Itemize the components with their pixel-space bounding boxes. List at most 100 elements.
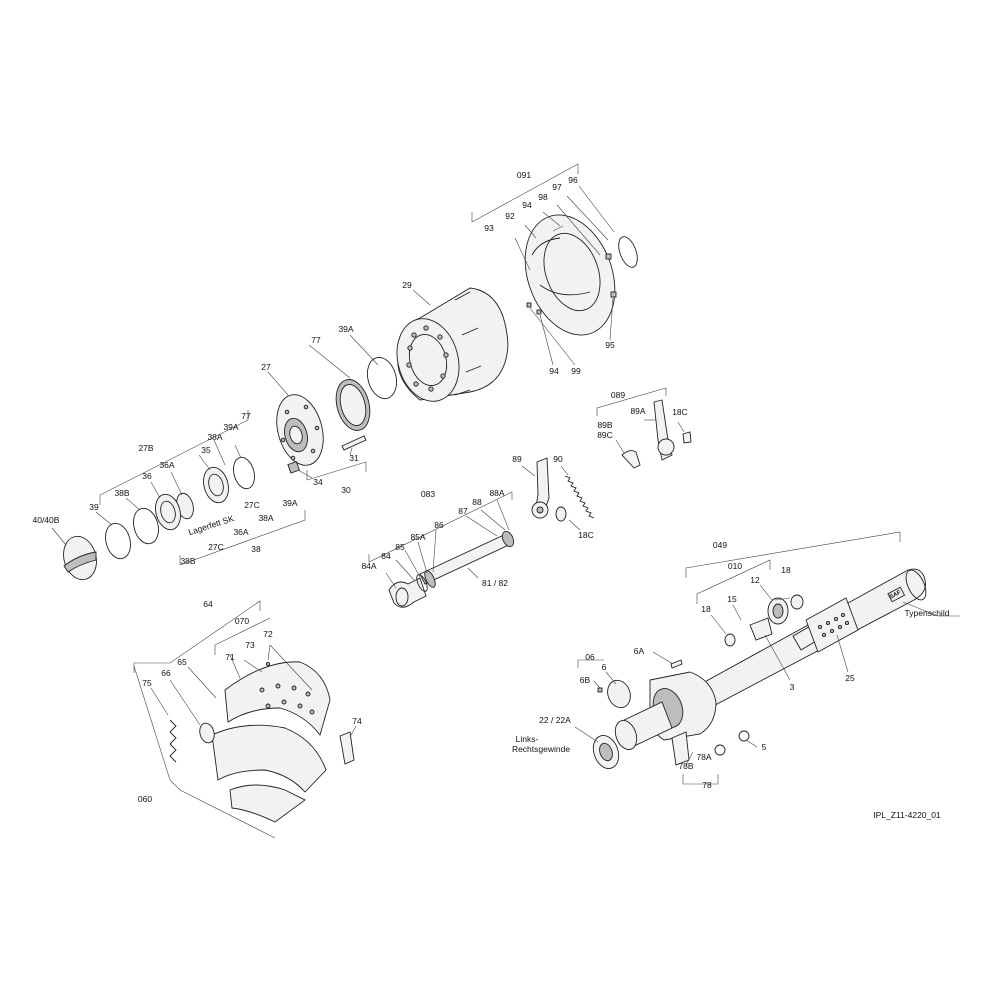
label-97: 97 xyxy=(552,182,562,192)
label-6B: 6B xyxy=(580,675,591,685)
label-6: 6 xyxy=(602,662,607,672)
label-78B: 78B xyxy=(678,761,693,771)
label-94-bottom: 94 xyxy=(549,366,559,376)
stub-axle-06 xyxy=(574,651,758,785)
label-lagerfett: Lagerfett SK xyxy=(187,513,235,537)
label-27C-bottom: 27C xyxy=(208,542,224,552)
label-22-22A: 22 / 22A xyxy=(539,715,571,725)
label-38B-bottom: 38B xyxy=(180,556,195,566)
label-25: 25 xyxy=(845,673,855,683)
label-saf: SAF xyxy=(889,589,903,600)
label-77-top: 77 xyxy=(311,335,321,345)
label-049: 049 xyxy=(713,540,727,550)
label-95: 95 xyxy=(605,340,615,350)
label-89A: 89A xyxy=(630,406,645,416)
brake-shoe-set-060 xyxy=(133,600,357,839)
label-64: 64 xyxy=(203,599,213,609)
label-89: 89 xyxy=(512,454,522,464)
label-40-40B: 40/40B xyxy=(33,515,60,525)
label-39A-top: 39A xyxy=(338,324,353,334)
label-06: 06 xyxy=(585,652,595,662)
label-94-top: 94 xyxy=(522,200,532,210)
brake-drum-29 xyxy=(396,287,509,402)
label-87: 87 xyxy=(458,506,468,516)
camshaft-083 xyxy=(368,491,515,608)
label-27B: 27B xyxy=(138,443,153,453)
label-36: 36 xyxy=(142,471,152,481)
label-93: 93 xyxy=(484,223,494,233)
label-070: 070 xyxy=(235,616,249,626)
dust-cover-plate-091 xyxy=(471,163,638,366)
label-38A-top: 38A xyxy=(207,432,222,442)
label-81-82: 81 / 82 xyxy=(482,578,508,588)
label-18-right: 18 xyxy=(781,565,791,575)
label-73: 73 xyxy=(245,640,255,650)
label-089: 089 xyxy=(611,390,625,400)
label-86: 86 xyxy=(434,520,444,530)
label-65: 65 xyxy=(177,657,187,667)
label-36A-top: 36A xyxy=(159,460,174,470)
label-27: 27 xyxy=(261,362,271,372)
label-12: 12 xyxy=(750,575,760,585)
label-5: 5 xyxy=(762,742,767,752)
label-29: 29 xyxy=(402,280,412,290)
label-010: 010 xyxy=(728,561,742,571)
hub-cap-40 xyxy=(51,527,97,581)
callout-labels: 091 96 97 98 94 92 93 29 95 94 99 77 39A… xyxy=(33,170,950,820)
label-091: 091 xyxy=(517,170,531,180)
label-89B: 89B xyxy=(597,420,612,430)
label-84: 84 xyxy=(381,551,391,561)
label-30: 30 xyxy=(341,485,351,495)
label-92: 92 xyxy=(505,211,515,221)
label-39: 39 xyxy=(89,502,99,512)
clip-18C xyxy=(555,506,581,531)
label-72: 72 xyxy=(263,629,273,639)
label-71: 71 xyxy=(225,652,235,662)
label-083: 083 xyxy=(421,489,435,499)
label-36A-bottom: 36A xyxy=(233,527,248,537)
label-99: 99 xyxy=(571,366,581,376)
label-39A-bottom: 39A xyxy=(282,498,297,508)
wheel-hub-27 xyxy=(267,334,398,481)
label-84A: 84A xyxy=(361,561,376,571)
document-id: IPL_Z11-4220_01 xyxy=(873,810,941,820)
label-88: 88 xyxy=(472,497,482,507)
label-6A: 6A xyxy=(634,646,645,656)
label-78: 78 xyxy=(702,780,712,790)
brake-lever-89 xyxy=(521,457,550,519)
label-98: 98 xyxy=(538,192,548,202)
label-060: 060 xyxy=(138,794,152,804)
label-78A: 78A xyxy=(696,752,711,762)
label-89C: 89C xyxy=(597,430,613,440)
label-18C-top: 18C xyxy=(672,407,688,417)
label-15: 15 xyxy=(727,594,737,604)
label-34: 34 xyxy=(313,477,323,487)
label-75: 75 xyxy=(142,678,152,688)
label-3: 3 xyxy=(790,682,795,692)
label-18C: 18C xyxy=(578,530,594,540)
axle-beam-049 xyxy=(685,531,960,713)
label-31: 31 xyxy=(349,453,359,463)
label-85A: 85A xyxy=(410,532,425,542)
label-85: 85 xyxy=(395,542,405,552)
label-66: 66 xyxy=(161,668,171,678)
return-spring-90 xyxy=(560,465,595,519)
slack-adjuster-089 xyxy=(596,387,692,469)
label-77: 77 xyxy=(241,411,251,421)
label-38B-top: 38B xyxy=(114,488,129,498)
label-links: Links- xyxy=(516,734,539,744)
label-88A: 88A xyxy=(489,488,504,498)
bearing-set xyxy=(95,410,306,566)
rating-plate-25 xyxy=(805,597,859,673)
label-96: 96 xyxy=(568,175,578,185)
label-rechtsgewinde: Rechtsgewinde xyxy=(512,744,570,754)
label-38: 38 xyxy=(251,544,261,554)
label-18-left: 18 xyxy=(701,604,711,614)
label-27C-top: 27C xyxy=(244,500,260,510)
label-35: 35 xyxy=(201,445,211,455)
label-90: 90 xyxy=(553,454,563,464)
label-typenschild: Typenschild xyxy=(905,608,950,618)
label-74: 74 xyxy=(352,716,362,726)
label-38A-bottom: 38A xyxy=(258,513,273,523)
